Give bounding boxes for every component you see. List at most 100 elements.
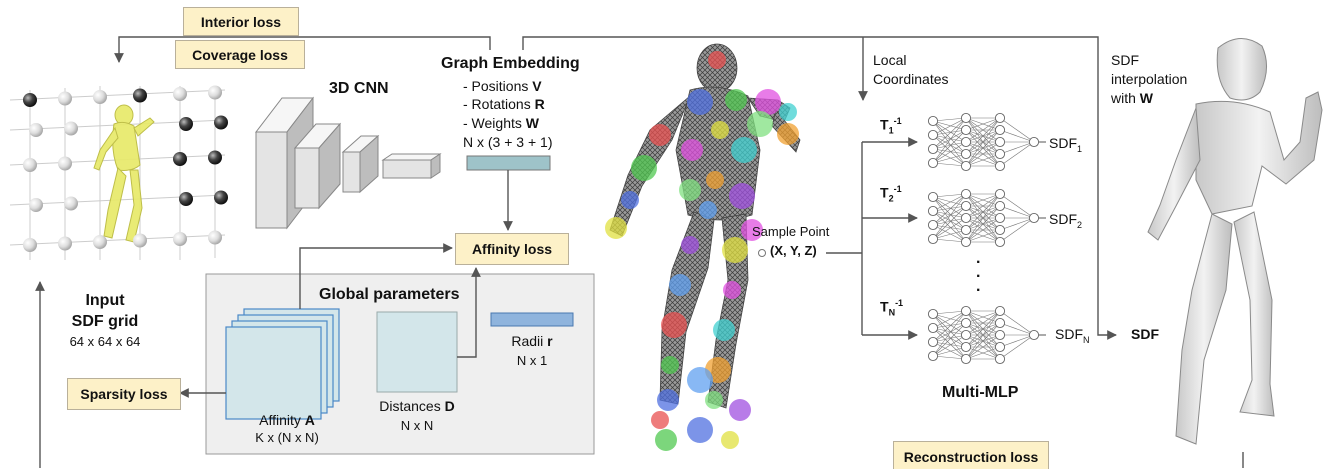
positions-line: - Positions V xyxy=(463,78,542,94)
mlp-edge xyxy=(932,229,967,240)
mlp-edge xyxy=(932,341,967,360)
mlp-edge xyxy=(999,129,1035,143)
mesh-sphere xyxy=(621,191,639,209)
mesh-sphere xyxy=(708,51,726,69)
mesh-sphere xyxy=(605,217,627,239)
mlp-edge xyxy=(932,193,967,198)
mesh-sphere xyxy=(669,274,691,296)
grid-sphere xyxy=(64,121,78,136)
affinity-size: K x (N x N) xyxy=(255,430,319,445)
mesh-sphere xyxy=(729,399,751,421)
mlp-neuron xyxy=(927,115,939,127)
radii-label: Radii r xyxy=(492,333,572,349)
mlp-edge xyxy=(932,148,967,155)
mesh-sphere xyxy=(706,171,724,189)
mlp-edge xyxy=(932,217,967,240)
mlp-edge xyxy=(965,193,1001,231)
mlp-edge xyxy=(965,117,1001,155)
mlp-neuron xyxy=(960,224,972,236)
mesh-sphere xyxy=(721,431,739,449)
radii-text: Radii xyxy=(511,333,548,349)
mlp-edge xyxy=(965,229,1001,243)
rotations-text: - Rotations xyxy=(463,96,535,112)
mesh-sphere xyxy=(661,356,679,374)
mlp-edge xyxy=(932,205,967,226)
grid-sphere xyxy=(173,232,187,246)
mlp-edge xyxy=(999,205,1035,219)
input-label: Input xyxy=(85,292,125,309)
arrow-to-grid xyxy=(114,36,491,63)
mlp-neuron xyxy=(994,160,1006,172)
mlp-neuron xyxy=(994,212,1006,224)
mlp-edge xyxy=(965,205,1001,243)
t2-sub: 2 xyxy=(888,193,894,204)
mesh-sphere xyxy=(741,219,763,241)
sdf-grid-label: SDF grid xyxy=(71,313,139,330)
mesh-spheres xyxy=(605,51,799,451)
mlp-edge xyxy=(932,129,967,164)
tn-exp: -1 xyxy=(895,298,904,308)
arrow-distances-to-loss xyxy=(457,267,481,358)
mlp-neuron xyxy=(960,236,972,248)
mlp-edge xyxy=(999,141,1035,155)
mlp-edge xyxy=(965,310,1001,336)
embedding-size: N x (3 + 3 + 1) xyxy=(463,134,553,150)
affinity-matrix-stack xyxy=(225,308,340,420)
mlp-neuron xyxy=(960,341,972,353)
mlp-edge xyxy=(965,217,1001,243)
mlp-neuron xyxy=(994,124,1006,136)
sample-point-marker xyxy=(758,249,766,257)
mesh-sphere xyxy=(779,103,797,121)
mlp-edge xyxy=(932,196,967,231)
mlp-edge xyxy=(999,322,1035,336)
radii-symbol: r xyxy=(547,333,553,349)
mlp-edge xyxy=(932,346,967,357)
mlp-edge xyxy=(932,313,967,348)
mlp-edge xyxy=(932,238,967,243)
mesh-sphere xyxy=(777,123,799,145)
mlp-edge xyxy=(932,327,967,360)
sdf1-sub: 1 xyxy=(1077,143,1083,154)
t2-exp: -1 xyxy=(893,184,902,194)
mlp-neuron xyxy=(960,148,972,160)
mesh-sphere xyxy=(731,137,757,163)
grid-sphere xyxy=(214,190,228,205)
mesh-sphere xyxy=(755,89,781,115)
mesh-sphere xyxy=(729,183,755,209)
coverage-loss-box: Coverage loss xyxy=(175,40,305,69)
mlp-neuron xyxy=(1028,329,1040,341)
mlp-edge xyxy=(932,313,967,360)
mlp-net xyxy=(927,305,1046,365)
mlp-neuron xyxy=(927,143,939,155)
positions-text: - Positions xyxy=(463,78,533,94)
mlp-neuron xyxy=(994,200,1006,212)
mlp-edge xyxy=(965,322,1001,360)
mesh-sphere xyxy=(661,312,687,338)
grid-sphere xyxy=(133,88,147,103)
grid-sphere xyxy=(29,123,43,137)
mlp-edge xyxy=(932,117,967,150)
mlp-neuron xyxy=(927,336,939,348)
radii-size: N x 1 xyxy=(516,353,548,368)
mesh-sphere xyxy=(651,411,669,429)
grid-sphere xyxy=(23,238,37,252)
mlp-edge xyxy=(999,117,1035,143)
mlp-neuron xyxy=(960,112,972,124)
t2-label: T2-1 xyxy=(880,184,902,203)
mlp-edge xyxy=(965,193,1001,207)
grid-sphere xyxy=(64,196,78,211)
mlp-neuron xyxy=(994,305,1006,317)
mlp-edge xyxy=(965,153,1001,167)
global-parameters-title: Global parameters xyxy=(319,286,460,303)
mesh-sphere xyxy=(687,367,713,393)
interp-with-text: with xyxy=(1111,90,1140,106)
mlp-net xyxy=(927,112,1046,172)
mlp-edge xyxy=(999,193,1035,219)
grid-sphere xyxy=(173,87,187,101)
sdf-grid-illustration xyxy=(9,85,228,260)
sparsity-loss-box: Sparsity loss xyxy=(67,378,181,410)
grid-sphere xyxy=(58,91,72,106)
graph-embedding-title: Graph Embedding xyxy=(441,55,580,72)
output-sdf-label: SDF xyxy=(1131,326,1159,342)
mlp-edge xyxy=(932,148,967,167)
